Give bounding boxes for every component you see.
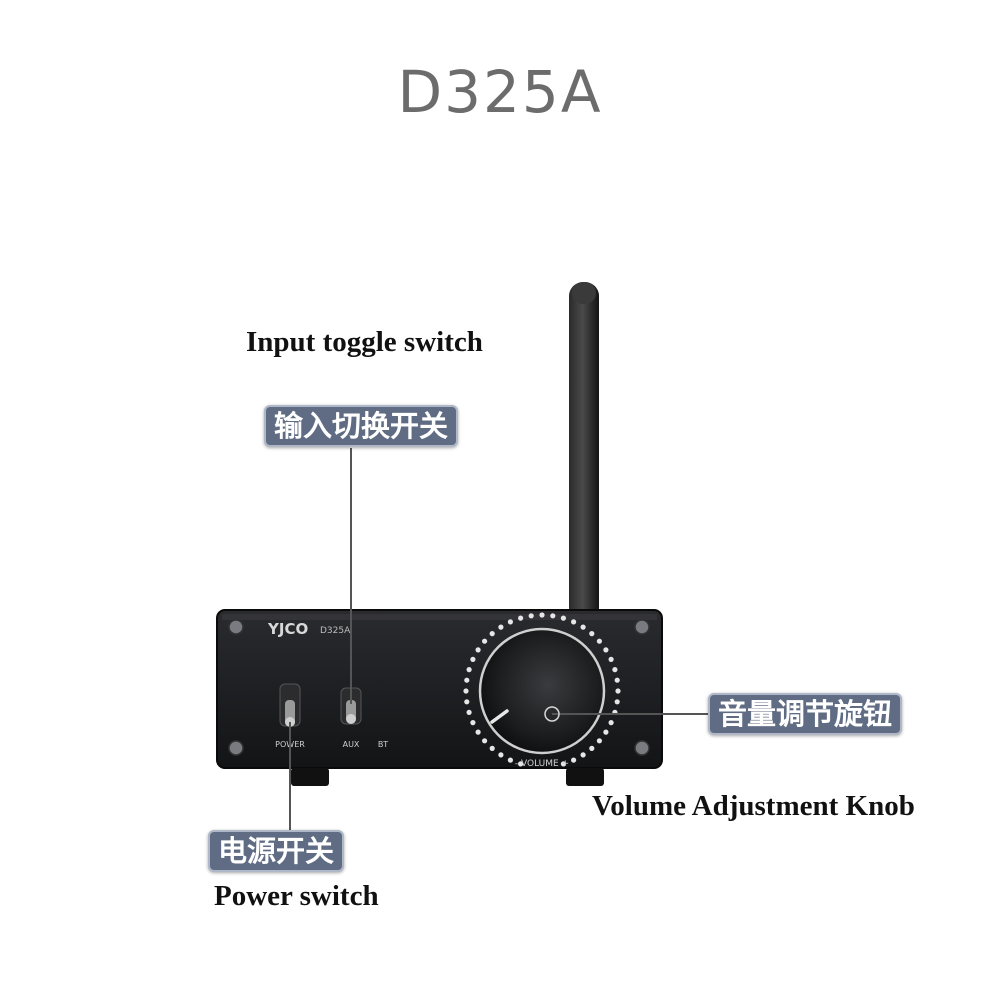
led-dot [464,677,470,683]
led-dot [466,709,472,716]
screw-icon [228,619,244,635]
led-dot [489,631,495,637]
led-dot [470,656,476,663]
power-callout-en: Power switch [214,880,379,912]
led-dot [475,729,481,735]
aux-label: AUX [343,740,360,749]
led-dot [596,638,603,644]
led-dot [589,631,595,637]
led-dot [603,647,609,653]
led-dot [539,612,545,618]
led-dot [608,720,614,726]
led-dot [507,619,513,625]
screw-icon [634,619,650,635]
input-toggle-switch[interactable] [340,687,362,725]
volume-knob[interactable] [478,627,606,755]
power-switch[interactable] [279,683,301,727]
led-dot [464,699,470,705]
led-dot [507,757,513,763]
led-dot [498,752,504,758]
led-dot [571,757,577,763]
led-dot [603,729,609,735]
led-dot [580,624,586,630]
led-dot [482,738,488,744]
antenna [569,282,599,622]
led-dot [560,615,567,621]
led-dot [615,688,621,694]
led-dot [608,656,614,663]
led-dot [489,745,495,752]
screw-icon [228,740,244,756]
led-dot [498,624,504,630]
led-dot [463,688,469,694]
led-dot [482,638,488,644]
input-callout-en: Input toggle switch [246,326,483,358]
led-dot [550,613,556,619]
led-dot [466,667,472,673]
led-dot [518,761,524,767]
led-dot [518,615,524,621]
bt-label: BT [378,740,388,749]
input-callout-cn-tag: 输入切换开关 [264,405,459,447]
led-dot [596,738,603,744]
led-dot [589,745,595,752]
volume-callout-cn-tag: 音量调节旋钮 [708,693,903,735]
led-dot [560,761,567,767]
page-title: D325A [397,58,603,126]
led-dot [612,667,618,673]
volume-label: - VOLUME + [515,759,569,769]
leader-lines [289,448,710,834]
volume-callout-en: Volume Adjustment Knob [592,790,915,822]
led-dot [475,647,481,653]
brand-logo: YJCO [267,620,308,638]
volume-led-ring [463,612,621,767]
led-dot [614,677,620,683]
led-dot [580,752,586,758]
knob-center-marker [544,706,560,722]
led-dot [614,699,620,705]
screw-icon [634,740,650,756]
power-callout-cn-tag: 电源开关 [208,830,345,872]
model-mark: D325A [320,626,351,636]
led-dot [528,613,534,619]
led-dot [470,720,476,726]
led-dot [571,619,577,625]
